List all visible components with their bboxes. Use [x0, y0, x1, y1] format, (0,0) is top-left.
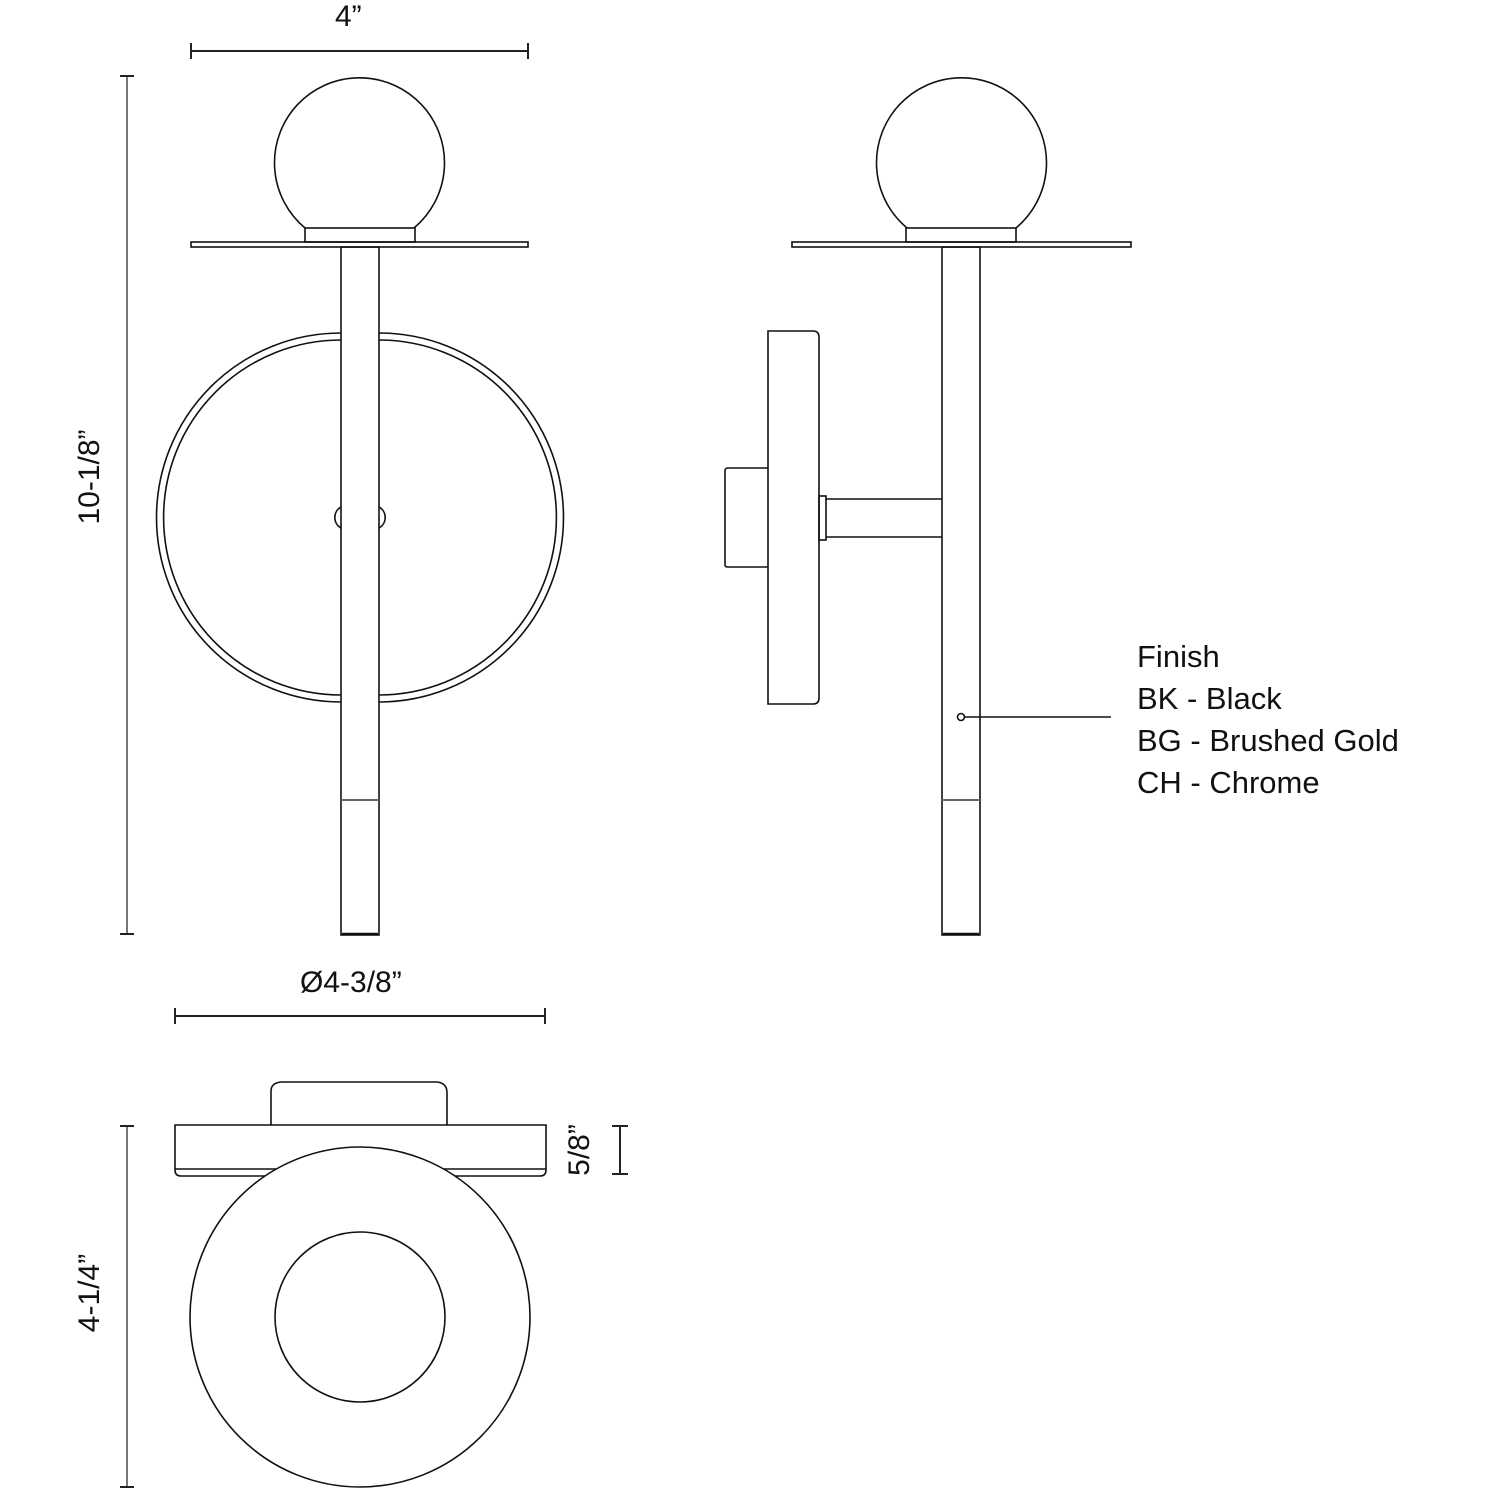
finish-legend-title: Finish	[1137, 639, 1220, 674]
side-stem	[941, 246, 981, 936]
height-dimension-line	[120, 75, 134, 935]
finish-option-black: BK - Black	[1137, 681, 1282, 716]
finish-option-brushed-gold: BG - Brushed Gold	[1137, 723, 1399, 758]
diameter-dimension-label: Ø4-3/8”	[300, 966, 402, 999]
width-dimension-line	[190, 43, 529, 59]
finish-leader-dot	[956, 712, 966, 722]
side-view	[724, 77, 1132, 936]
thickness-dimension-line	[612, 1125, 628, 1175]
finish-option-chrome: CH - Chrome	[1137, 765, 1320, 800]
top-view	[174, 1008, 547, 1488]
side-junction-box	[724, 467, 768, 568]
diameter-dimension-line	[174, 1008, 546, 1024]
globe-shade	[273, 77, 446, 229]
top-globe	[274, 1231, 446, 1403]
side-backplate	[767, 330, 820, 705]
top-backplate	[174, 1124, 547, 1177]
depth-dimension-label: 4-1/4”	[73, 1253, 106, 1333]
top-outer-ring	[189, 1146, 531, 1488]
width-dimension-label: 4”	[335, 0, 362, 33]
mount-knob	[334, 506, 386, 529]
backplate-outer	[155, 332, 565, 703]
finish-legend: Finish BK - Black BG - Brushed Gold CH -…	[1137, 636, 1399, 804]
side-globe-shade	[875, 77, 1048, 229]
backplate-inner	[162, 339, 558, 696]
side-arm-collar	[818, 495, 827, 541]
globe-collar	[304, 227, 416, 243]
front-view	[155, 43, 565, 936]
top-junction-box	[270, 1081, 448, 1125]
side-globe-collar	[905, 227, 1017, 243]
stem	[340, 246, 380, 936]
height-dimension-label: 10-1/8”	[73, 429, 106, 525]
thickness-dimension-label: 5/8”	[563, 1124, 596, 1176]
depth-dimension-line	[120, 1125, 134, 1488]
